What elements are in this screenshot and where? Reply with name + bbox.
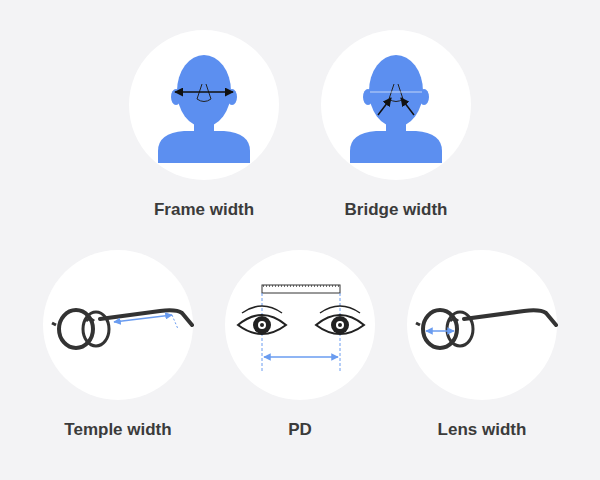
circle-shape: [129, 30, 279, 180]
measure-circle: Temple width: [42, 249, 194, 441]
illustration: [416, 310, 556, 348]
circle-illustration: [128, 29, 280, 181]
caption-label: Temple width: [42, 419, 194, 441]
caption-label: Lens width: [406, 419, 558, 441]
caption-label: Bridge width: [320, 199, 472, 221]
illustration: [158, 55, 250, 163]
illustration: [52, 310, 192, 348]
illustration: [238, 285, 364, 371]
circle-shape: [321, 30, 471, 180]
measure-circle: Frame width: [128, 29, 280, 221]
circle-shape: [43, 250, 193, 400]
measure-circle: PD: [224, 249, 376, 441]
circle-illustration: [406, 249, 558, 401]
caption-label: PD: [224, 419, 376, 441]
circle-shape: [225, 250, 375, 400]
circle-illustration: [42, 249, 194, 401]
illustration: [350, 55, 442, 163]
measure-circle: Lens width: [406, 249, 558, 441]
measure-circle: Bridge width: [320, 29, 472, 221]
circle-shape: [407, 250, 557, 400]
circle-illustration: [320, 29, 472, 181]
circle-illustration: [224, 249, 376, 401]
caption-label: Frame width: [128, 199, 280, 221]
